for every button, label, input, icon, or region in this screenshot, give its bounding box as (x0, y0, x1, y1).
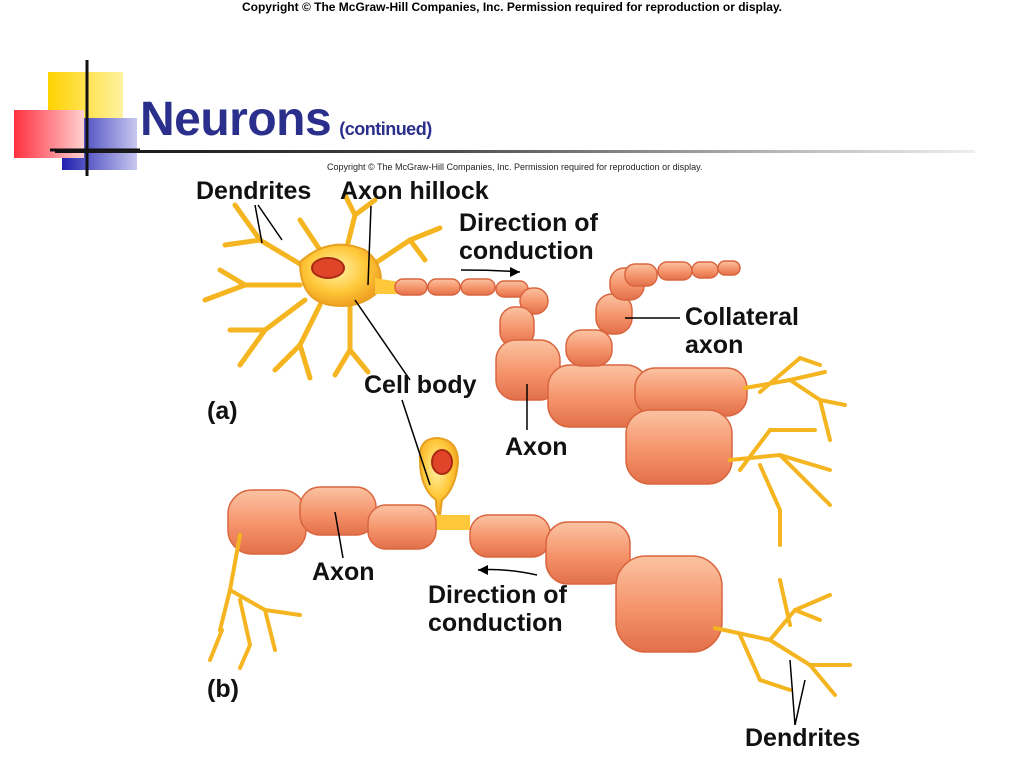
label-axon-b: Axon (312, 558, 375, 586)
label-direction-a-line2: conduction (459, 237, 594, 265)
label-axon-hillock: Axon hillock (340, 177, 489, 205)
label-dendrites-a: Dendrites (196, 177, 312, 205)
slide-title: Neurons (continued) (140, 90, 432, 159)
title-suffix: (continued) (339, 119, 432, 139)
label-direction-b-line2: conduction (428, 609, 563, 637)
title-rule (55, 150, 975, 153)
label-dendrites-b: Dendrites (745, 724, 861, 752)
dendrites-a (202, 192, 443, 381)
label-panel-b: (b) (207, 675, 239, 703)
nucleus-a (311, 257, 345, 279)
label-axon-a: Axon (505, 433, 568, 461)
label-direction-a-line1: Direction of (459, 209, 598, 237)
label-collateral-line1: Collateral (685, 303, 799, 331)
label-collateral-line2: axon (685, 331, 744, 359)
label-cell-body: Cell body (364, 371, 477, 399)
title-text: Neurons (140, 93, 332, 146)
copyright-notice: Copyright © The McGraw-Hill Companies, I… (241, 0, 783, 14)
nucleus-b (431, 449, 453, 475)
slide-logo (14, 60, 140, 176)
label-direction-b-line1: Direction of (428, 581, 567, 609)
neuron-illustration (202, 192, 852, 726)
figure-copyright: Copyright © The McGraw-Hill Companies, I… (327, 162, 703, 172)
label-panel-a: (a) (207, 397, 238, 425)
